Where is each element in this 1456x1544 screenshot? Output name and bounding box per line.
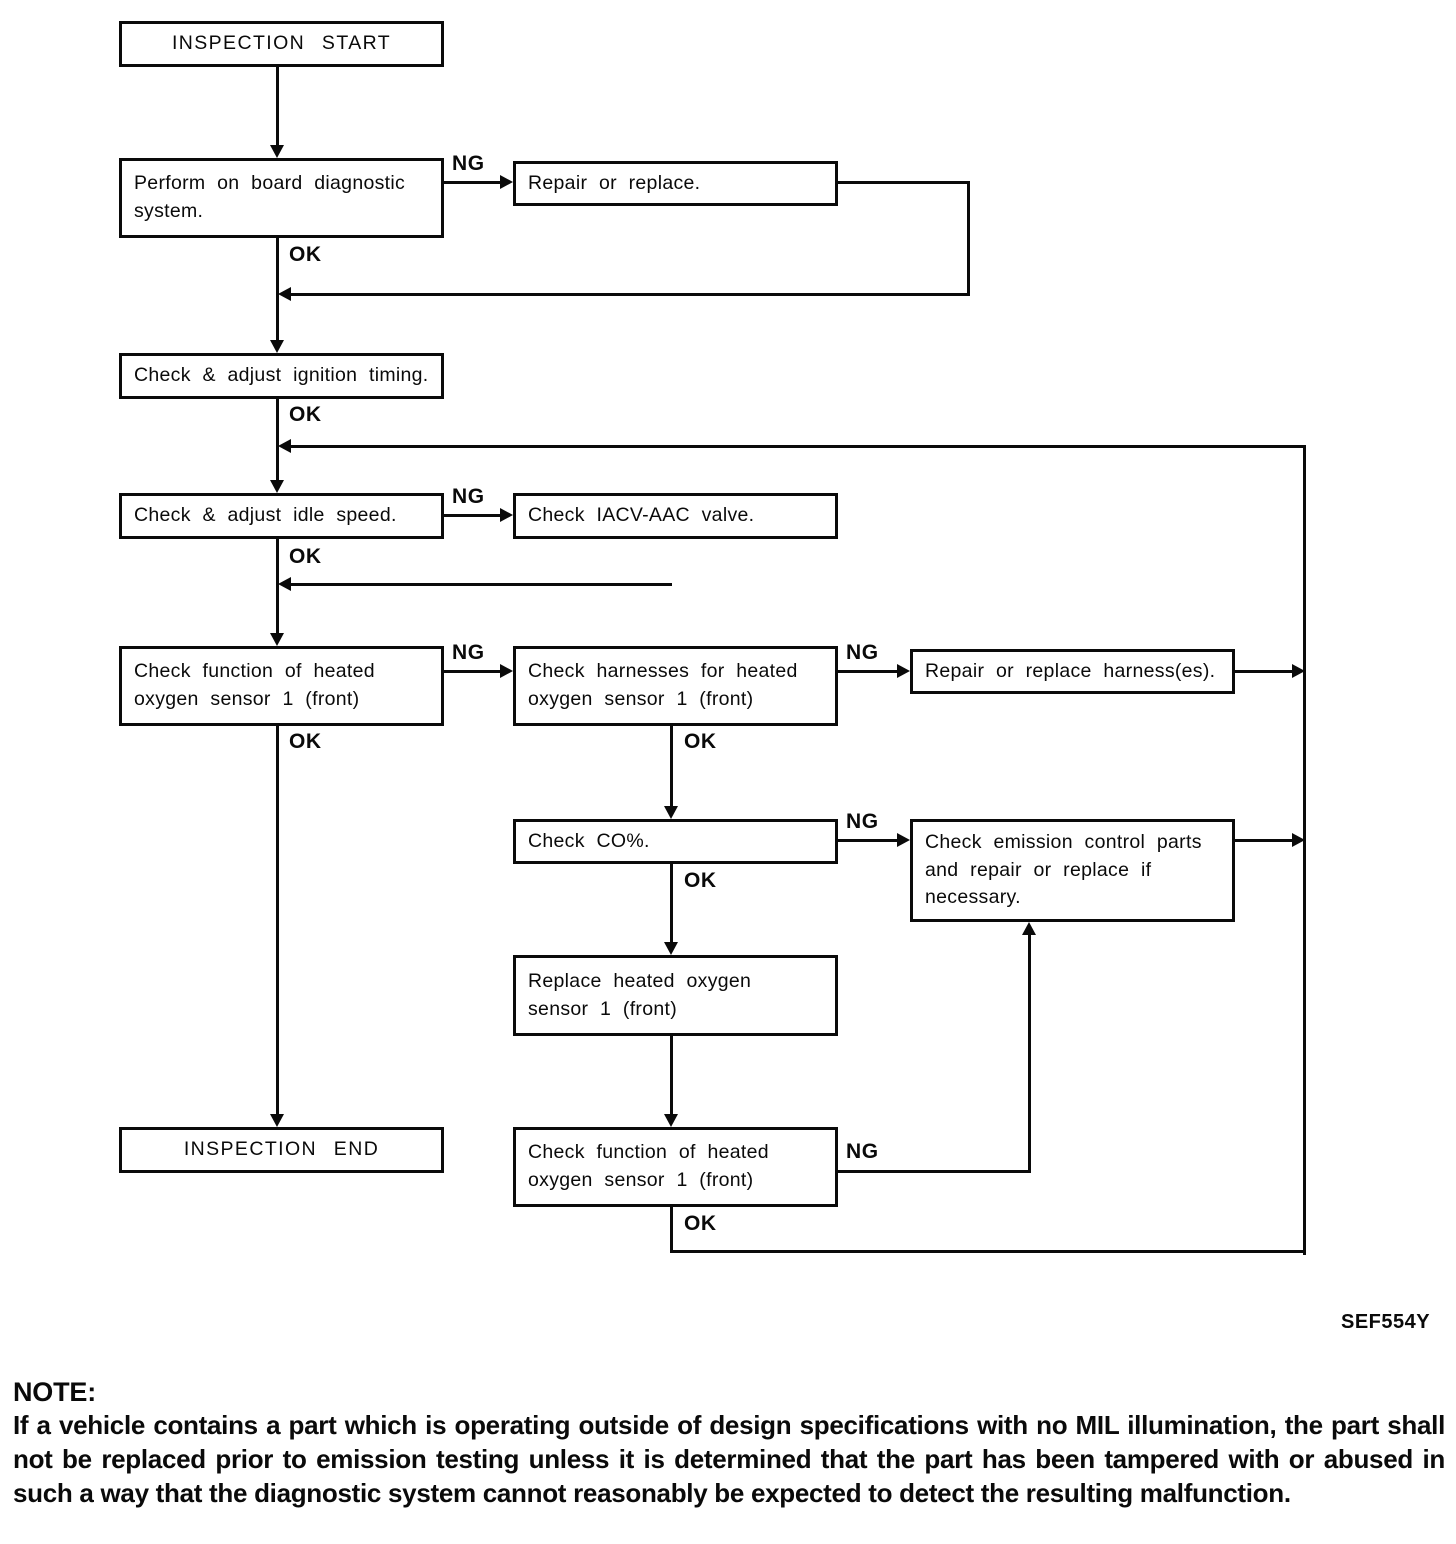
edge-obd-to-ignition [276, 238, 279, 349]
edge-recheck-ng [838, 1170, 1031, 1173]
edge-iacv-feedback [290, 583, 672, 586]
node-ignition-timing-label: Check & adjust ignition timing. [134, 364, 429, 387]
ok-label-ignition: OK [289, 403, 322, 426]
arrowhead-into-repair [500, 175, 513, 189]
node-emission-parts-label: Check emission control parts and repair … [925, 830, 1202, 909]
ng-label-recheck: NG [846, 1140, 879, 1163]
edge-idle-ng [444, 514, 502, 517]
node-replace-o2-label: Replace heated oxygen sensor 1 (front) [528, 969, 752, 1020]
node-iacv-aac: Check IACV-AAC valve. [513, 493, 838, 539]
arrowhead-into-iacv [500, 508, 513, 522]
edge-idle-to-o2function [276, 539, 279, 642]
node-idle-speed: Check & adjust idle speed. [119, 493, 444, 539]
node-replace-o2: Replace heated oxygen sensor 1 (front) [513, 955, 838, 1036]
node-repair-harness: Repair or replace harness(es). [910, 649, 1235, 694]
ok-label-co: OK [684, 869, 717, 892]
edge-right-return-top [290, 445, 1306, 448]
node-inspection-end-label: INSPECTION END [183, 1138, 380, 1161]
edge-repair-feedback [290, 293, 970, 296]
arrowhead-into-checkco [664, 806, 678, 819]
arrowhead-into-idle [270, 480, 284, 493]
ng-label-o2function: NG [452, 641, 485, 664]
node-iacv-aac-label: Check IACV-AAC valve. [528, 504, 755, 527]
node-o2-function-recheck: Check function of heated oxygen sensor 1… [513, 1127, 838, 1207]
figure-code: SEF554Y [1341, 1311, 1431, 1333]
node-o2-function-check-label: Check function of heated oxygen sensor 1… [134, 660, 375, 710]
arrowhead-into-ignition [270, 340, 284, 353]
node-repair-or-replace: Repair or replace. [513, 161, 838, 206]
arrowhead-into-obd [270, 145, 284, 158]
edge-recheck-ng-up [1028, 934, 1031, 1173]
arrowhead-into-harnesscheck [500, 664, 513, 678]
ok-label-o2function: OK [289, 730, 322, 753]
node-obd-check: Perform on board diagnostic system. [119, 158, 444, 238]
edge-co-to-replace [670, 864, 673, 951]
edge-o2function-to-end [276, 726, 279, 1123]
ok-label-idle: OK [289, 545, 322, 568]
arrowhead-into-emission [897, 833, 910, 847]
node-o2-harness-check: Check harnesses for heated oxygen sensor… [513, 646, 838, 726]
node-inspection-end: INSPECTION END [119, 1127, 444, 1173]
arrowhead-into-recheck [664, 1114, 678, 1127]
node-ignition-timing: Check & adjust ignition timing. [119, 353, 444, 399]
ok-label-harness: OK [684, 730, 717, 753]
node-check-co-label: Check CO%. [528, 829, 650, 852]
edge-ignition-to-idle [276, 399, 279, 489]
ok-label-recheck: OK [684, 1212, 717, 1235]
node-idle-speed-label: Check & adjust idle speed. [134, 504, 397, 527]
ng-label-obd: NG [452, 152, 485, 175]
arrowhead-into-o2function [270, 633, 284, 646]
arrowhead-iacv-feedback [278, 577, 291, 591]
arrowhead-repair-feedback [278, 287, 291, 301]
arrowhead-into-replace [664, 942, 678, 955]
edge-emission-right [1235, 839, 1294, 842]
note-heading: NOTE: [13, 1377, 96, 1407]
arrowhead-into-emission-bottom [1022, 922, 1036, 935]
edge-repairharness-right [1235, 670, 1294, 673]
edge-harness-ng [838, 670, 899, 673]
note-body: If a vehicle contains a part which is op… [13, 1410, 1445, 1508]
edge-harness-to-co [670, 726, 673, 815]
edge-co-ng [838, 839, 899, 842]
arrowhead-repairharness-return [1292, 664, 1305, 678]
edge-bottom-return [670, 1250, 1306, 1253]
arrowhead-emission-return [1292, 833, 1305, 847]
node-o2-harness-check-label: Check harnesses for heated oxygen sensor… [528, 660, 798, 710]
node-o2-function-recheck-label: Check function of heated oxygen sensor 1… [528, 1141, 769, 1191]
ng-label-idle: NG [452, 485, 485, 508]
ng-label-harness: NG [846, 641, 879, 664]
edge-o2function-ng [444, 670, 502, 673]
arrowhead-into-repairharness [897, 664, 910, 678]
edge-repair-right [838, 181, 970, 184]
edge-repair-feedback-down [967, 183, 970, 295]
ok-label-obd: OK [289, 243, 322, 266]
node-inspection-start: INSPECTION START [119, 21, 444, 67]
edge-replace-to-recheck [670, 1036, 673, 1123]
node-inspection-start-label: INSPECTION START [171, 32, 392, 55]
node-repair-harness-label: Repair or replace harness(es). [925, 659, 1216, 682]
edge-recheck-ok-down [670, 1207, 673, 1253]
node-emission-parts: Check emission control parts and repair … [910, 819, 1235, 922]
edge-obd-ng [444, 181, 502, 184]
node-o2-function-check: Check function of heated oxygen sensor 1… [119, 646, 444, 726]
node-obd-check-label: Perform on board diagnostic system. [134, 172, 406, 222]
edge-start-to-obd [276, 67, 279, 152]
ng-label-co: NG [846, 810, 879, 833]
edge-right-return-line [1303, 445, 1306, 1255]
node-repair-or-replace-label: Repair or replace. [528, 171, 701, 194]
arrowhead-right-return [278, 439, 291, 453]
node-check-co: Check CO%. [513, 819, 838, 864]
arrowhead-into-end [270, 1114, 284, 1127]
